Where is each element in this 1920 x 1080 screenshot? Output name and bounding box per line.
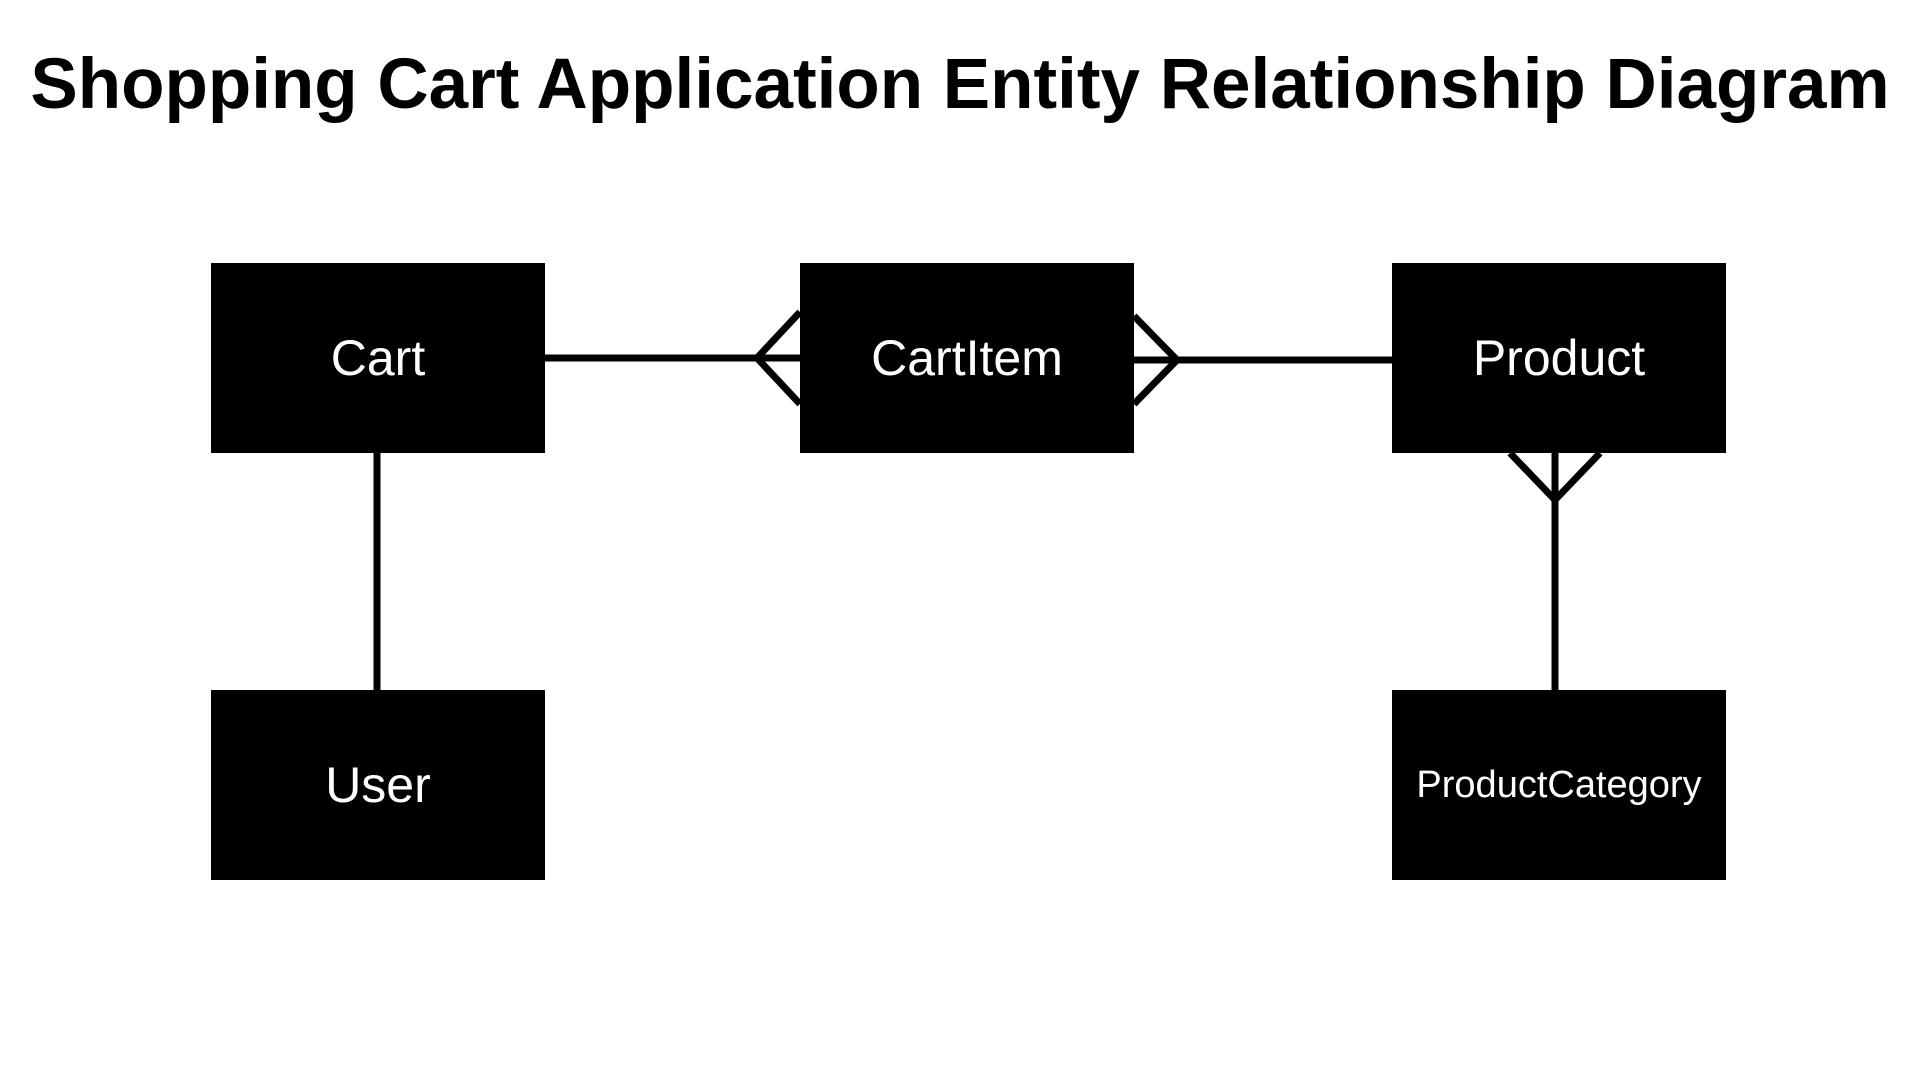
crows-foot-many-cartitem-side bbox=[1131, 313, 1182, 407]
crows-foot-many-product bbox=[1507, 450, 1603, 506]
entity-cart-box bbox=[211, 263, 545, 453]
entity-user-box bbox=[211, 690, 545, 880]
crows-foot-many-cartitem bbox=[752, 309, 803, 407]
entity-user[interactable]: User bbox=[211, 690, 545, 880]
relationship-product-category bbox=[1507, 450, 1603, 690]
entity-cartitem[interactable]: CartItem bbox=[800, 263, 1134, 453]
entity-cartitem-label: CartItem bbox=[871, 330, 1063, 386]
relationship-cartitem-product bbox=[1131, 313, 1392, 407]
entity-product-box bbox=[1392, 263, 1726, 453]
entity-productcategory-label: ProductCategory bbox=[1416, 764, 1701, 806]
entity-cartitem-box bbox=[800, 263, 1134, 453]
diagram-title: Shopping Cart Application Entity Relatio… bbox=[30, 45, 1890, 124]
relationship-cart-cartitem bbox=[545, 309, 803, 407]
entity-user-label: User bbox=[325, 757, 431, 813]
entity-cart-label: Cart bbox=[331, 330, 426, 386]
entity-product-label: Product bbox=[1473, 330, 1645, 386]
entity-productcategory-box bbox=[1392, 690, 1726, 880]
entity-productcategory[interactable]: ProductCategory bbox=[1392, 690, 1726, 880]
entity-cart[interactable]: Cart bbox=[211, 263, 545, 453]
entity-product[interactable]: Product bbox=[1392, 263, 1726, 453]
